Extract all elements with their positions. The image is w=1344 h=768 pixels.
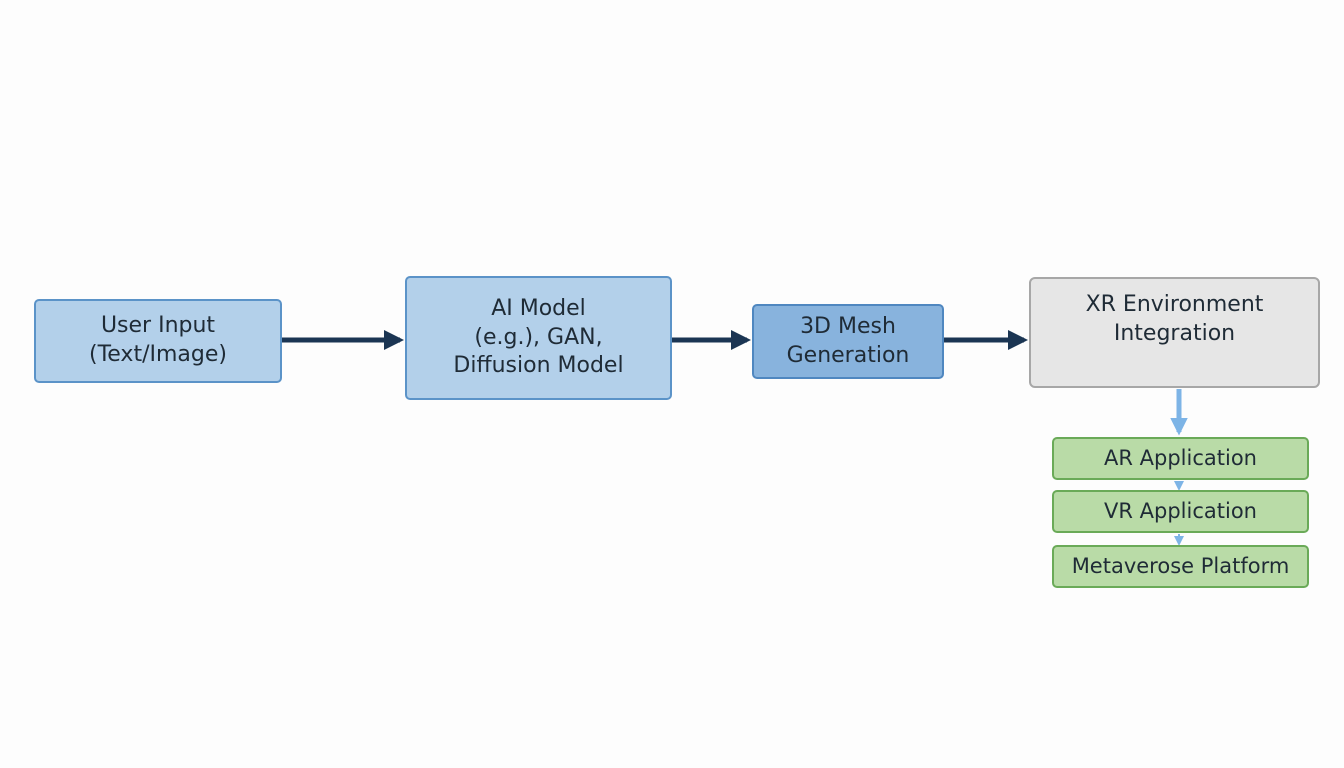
metaverse-platform-node: Metaverose Platform <box>1052 545 1309 588</box>
ar-application-node: AR Application <box>1052 437 1309 480</box>
ai-model-diffusion-line: Diffusion Model <box>453 353 624 379</box>
mesh-generation-node: 3D Mesh Generation <box>752 304 944 379</box>
xr-integration-node: XR Environment Integration <box>1029 277 1320 388</box>
ar-application-label: AR Application <box>1104 445 1257 470</box>
user-input-node: User Input (Text/Image) <box>34 299 282 383</box>
mesh-title: 3D Mesh <box>800 313 896 339</box>
metaverse-platform-label: Metaverose Platform <box>1071 553 1290 578</box>
user-input-subtitle: (Text/Image) <box>89 342 227 367</box>
vr-application-node: VR Application <box>1052 490 1309 533</box>
ai-model-node: AI Model (e.g.), GAN, Diffusion Model <box>405 276 672 400</box>
xr-title: XR Environment <box>1085 292 1264 317</box>
mesh-subtitle: Generation <box>786 342 910 368</box>
ai-model-title: AI Model <box>491 296 586 322</box>
ai-model-example-line: (e.g.), GAN, <box>474 324 603 350</box>
xr-subtitle: Integration <box>1113 320 1236 346</box>
user-input-title: User Input <box>100 313 216 339</box>
vr-application-label: VR Application <box>1104 498 1257 523</box>
